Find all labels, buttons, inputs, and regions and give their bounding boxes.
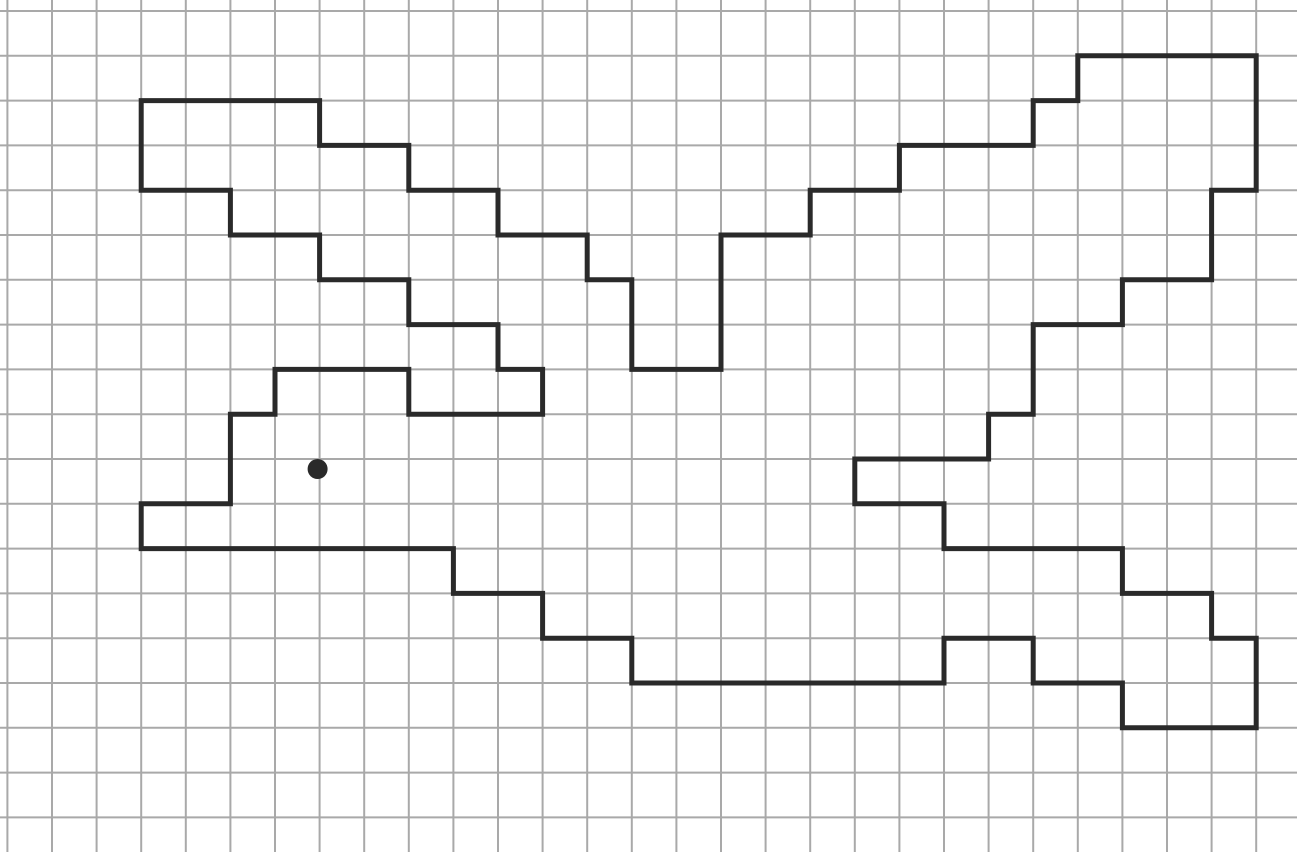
bird-outline	[141, 56, 1256, 728]
bird-eye	[308, 459, 328, 479]
